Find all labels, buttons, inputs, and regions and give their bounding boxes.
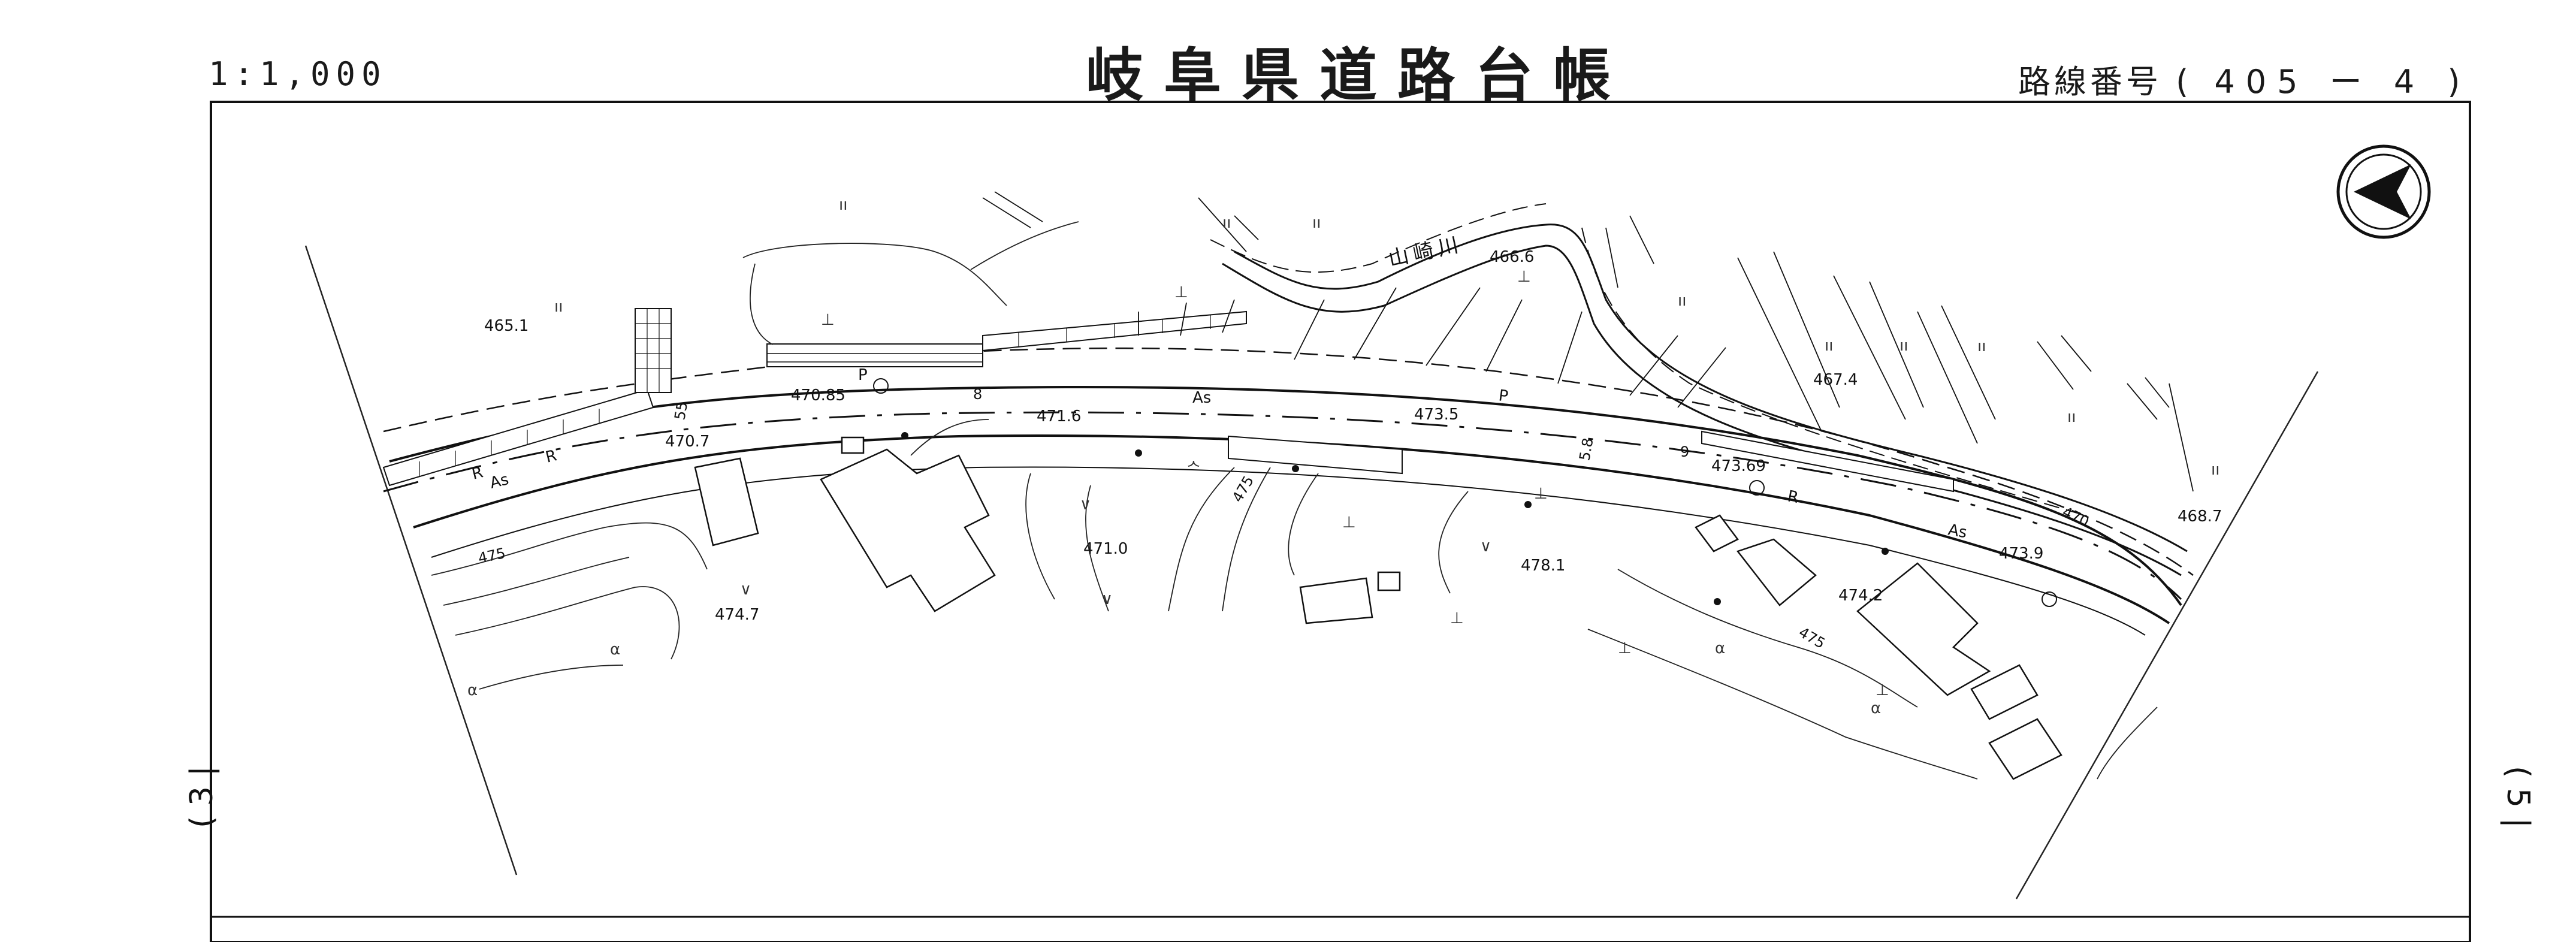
svg-text:⊥: ⊥ — [1618, 639, 1632, 657]
river-channel — [1210, 203, 2188, 576]
map-symbols: ıı ıı ıı ıı ıı ıı ıı ıı ıı ıı ⊥ ⊥ ⊥ ⊥ ⊥ ⊥ ⊥ ⊥ ᄉ ∨ ∨ ∨ ∨… — [467, 196, 2219, 717]
svg-text:ıı: ıı — [1977, 337, 1986, 355]
contour-lines — [431, 221, 2158, 780]
elevation-label: 470.7 — [665, 433, 709, 451]
elevation-label: 470.85 — [791, 387, 845, 404]
map-scale: 1:1,000 — [209, 55, 387, 93]
contour-label: 475 — [476, 545, 507, 567]
svg-text:⊥: ⊥ — [1517, 268, 1531, 286]
elevation-label: 474.7 — [715, 606, 759, 624]
svg-text:α: α — [467, 681, 478, 699]
elevation-label: 466.6 — [1490, 248, 1534, 266]
road-surface-label: As — [488, 470, 511, 493]
page-title: 岐阜県道路台帳 — [1086, 42, 1631, 109]
svg-text:∨: ∨ — [1480, 538, 1491, 555]
svg-text:⊥: ⊥ — [821, 311, 835, 329]
svg-text:⊥: ⊥ — [1174, 283, 1188, 301]
chainage-label: 9 — [1680, 443, 1689, 460]
svg-text:ıı: ıı — [1825, 337, 1833, 355]
svg-text:ᄉ: ᄉ — [1186, 460, 1201, 478]
elevation-label: 471.0 — [1083, 540, 1128, 558]
svg-text:α: α — [610, 641, 620, 659]
svg-text:ıı: ıı — [1899, 337, 1908, 355]
svg-text:⊥: ⊥ — [1342, 514, 1356, 532]
route-number-value: 405 ー 4 — [2214, 63, 2426, 101]
elevation-label: 474.2 — [1838, 587, 1883, 605]
map-frame — [210, 101, 2471, 942]
road-surface-label: As — [1192, 389, 1211, 407]
svg-text:α: α — [1715, 639, 1725, 657]
route-close-paren: ) — [2447, 63, 2464, 101]
svg-text:ıı: ıı — [1312, 214, 1321, 232]
route-open-paren: ( — [2176, 63, 2193, 101]
sheet-boundary-lines — [304, 245, 2319, 899]
elevation-label: 468.7 — [2178, 508, 2222, 526]
svg-text:ıı: ıı — [2067, 408, 2076, 426]
svg-text:∨: ∨ — [1080, 496, 1091, 514]
svg-text:⊥: ⊥ — [1534, 485, 1548, 503]
route-label-text: 路線番号 — [2018, 63, 2162, 101]
road-mark-label: R — [470, 463, 485, 483]
svg-text:ıı: ıı — [554, 298, 563, 316]
svg-text:⊥: ⊥ — [1876, 681, 1889, 699]
road-surface-label: As — [1947, 521, 1968, 542]
road-mark-label: P — [1497, 387, 1509, 406]
buildings — [694, 436, 2062, 780]
road-mark-label: R — [1786, 487, 1800, 507]
svg-text:ıı: ıı — [2211, 461, 2219, 479]
field-boundaries — [982, 191, 2194, 492]
svg-text:∨: ∨ — [740, 581, 751, 599]
road-mark-label: P — [858, 366, 868, 384]
retaining-walls — [382, 308, 1954, 493]
chainage-label: 55 — [671, 400, 691, 421]
svg-text:ıı: ıı — [1222, 214, 1231, 232]
chainage-label: 8 — [973, 386, 982, 403]
svg-text:α: α — [1871, 699, 1881, 717]
svg-text:ıı: ıı — [1678, 292, 1686, 310]
route-number-label: 路線番号 ( 405 ー 4 ) — [2018, 55, 2463, 102]
elevation-label: 473.5 — [1414, 406, 1458, 424]
elevation-label: 471.6 — [1037, 407, 1081, 425]
elevation-label: 473.69 — [1711, 457, 1766, 475]
svg-text:∨: ∨ — [1101, 590, 1113, 608]
north-arrow-icon — [2336, 144, 2431, 239]
embankment-slopes — [1138, 287, 1726, 408]
elevation-label: 478.1 — [1521, 557, 1565, 575]
svg-text:ıı: ıı — [839, 196, 847, 214]
elevation-label: 467.4 — [1813, 371, 1858, 389]
chainage-label: 5.8 — [1576, 437, 1596, 462]
elevation-label: 465.1 — [484, 317, 529, 335]
river-name-label: 山崎川 — [1387, 232, 1466, 271]
svg-text:⊥: ⊥ — [1450, 609, 1464, 627]
elevation-label: 473.9 — [1999, 545, 2043, 563]
